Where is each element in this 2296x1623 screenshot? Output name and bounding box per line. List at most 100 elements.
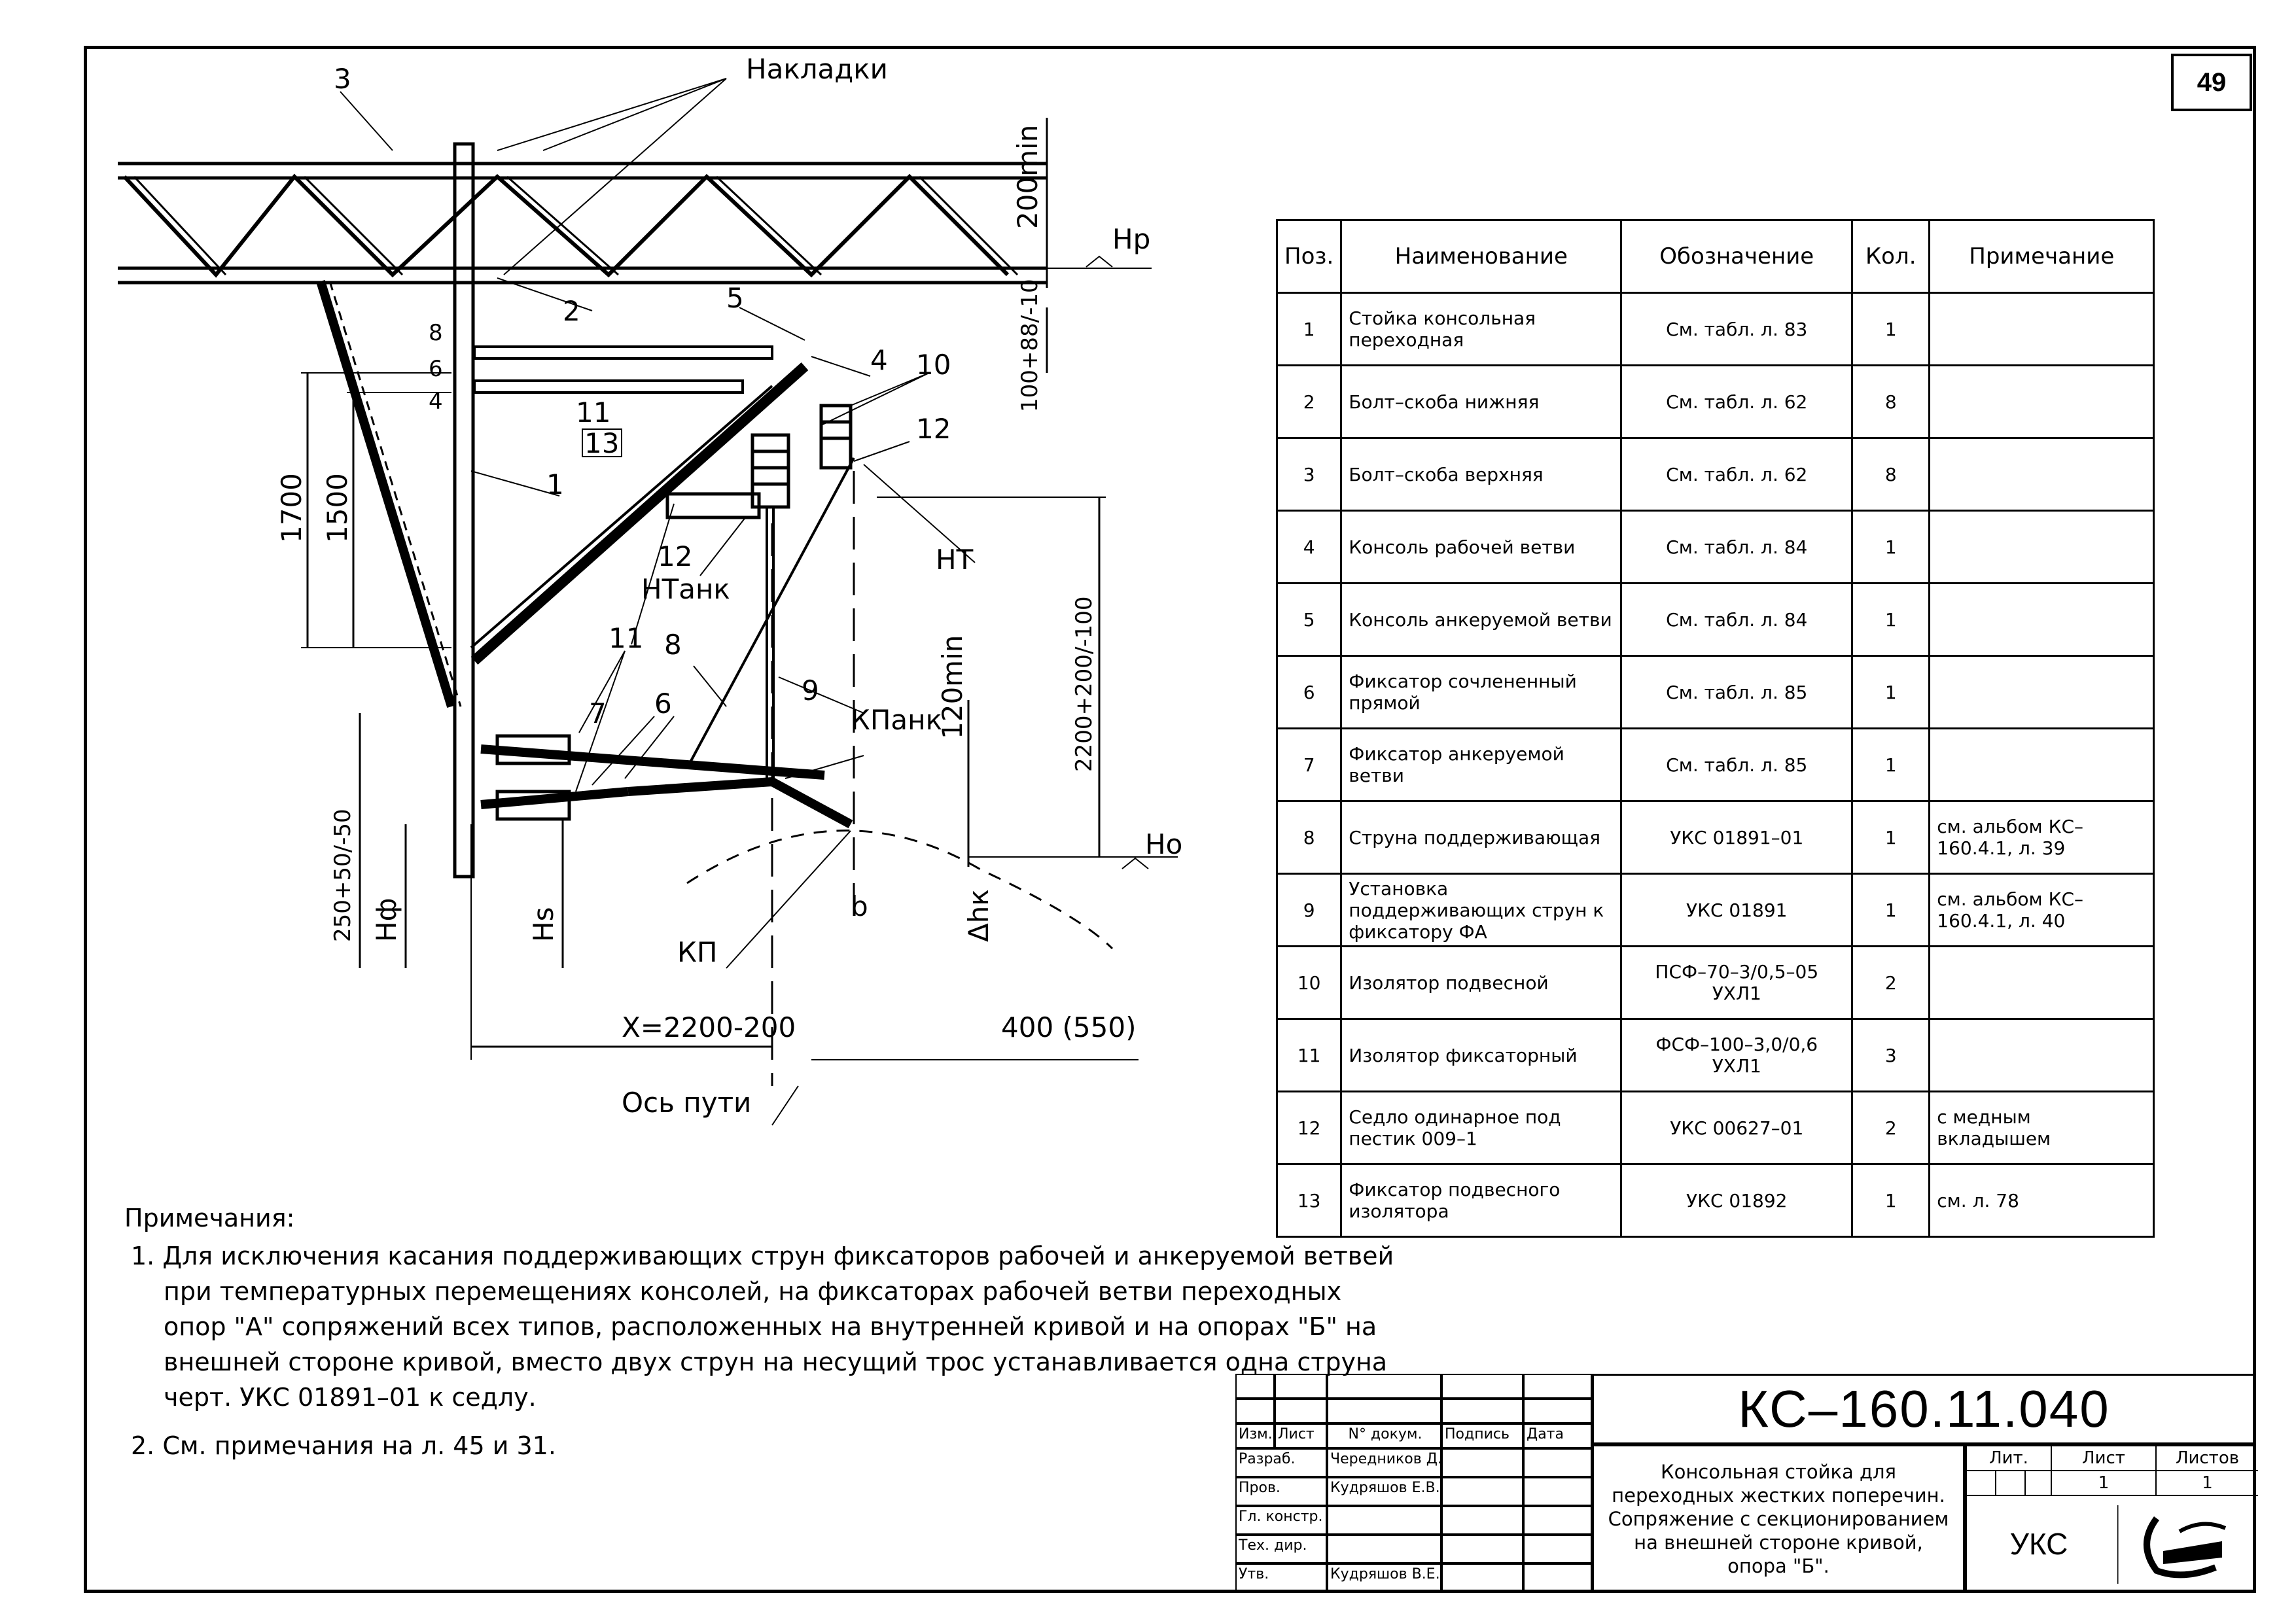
cell-designation: См. табл. л. 85	[1620, 727, 1854, 802]
label-hs: Hs	[527, 907, 559, 942]
cell-qty: 1	[1851, 655, 1931, 729]
col-header-note: Примечание	[1928, 219, 2155, 294]
cell-pos: 4	[1275, 510, 1343, 584]
cell-name: Струна поддерживающая	[1340, 800, 1623, 875]
cell-qty: 1	[1851, 800, 1931, 875]
cell-pos: 8	[1275, 800, 1343, 875]
cell-qty: 8	[1851, 437, 1931, 512]
organization-logo-icon	[2117, 1505, 2227, 1584]
cell-pos: 2	[1275, 364, 1343, 439]
cell-qty: 2	[1851, 945, 1931, 1020]
cell-qty: 3	[1851, 1018, 1931, 1092]
title-line: опора "Б".	[1727, 1554, 1829, 1577]
col-header-name: Наименование	[1340, 219, 1623, 294]
label-tick-4: 4	[429, 389, 443, 415]
label-ho: Но	[1145, 828, 1182, 860]
cell-qty: 1	[1851, 727, 1931, 802]
cell-note	[1928, 437, 2155, 512]
cell-designation: См. табл. л. 85	[1620, 655, 1854, 729]
cell-designation: ФСФ–100–3,0/0,6 УХЛ1	[1620, 1018, 1854, 1092]
label-1700: 1700	[275, 473, 308, 543]
col-header-designation: Обозначение	[1620, 219, 1854, 294]
document-title: Консольная стойка для переходных жестких…	[1592, 1444, 1965, 1593]
list-value: 1	[2052, 1471, 2157, 1496]
label-2200: 2200+200/-100	[1071, 596, 1097, 772]
cell-name: Установка поддерживающих струн к фиксато…	[1340, 873, 1623, 947]
label-pos-3: 3	[334, 63, 351, 95]
label-pos-5: 5	[726, 282, 744, 314]
notes-section: Примечания: 1. Для исключения касания по…	[124, 1200, 1400, 1463]
label-400: 400 (550)	[1001, 1011, 1136, 1043]
col-date: Дата	[1523, 1423, 1592, 1448]
cell-designation: См. табл. л. 62	[1620, 437, 1854, 512]
cell-note: см. альбом КС–160.4.1, л. 39	[1928, 800, 2155, 875]
cell-note	[1928, 364, 2155, 439]
cell-name: Изолятор подвесной	[1340, 945, 1623, 1020]
cell-pos: 9	[1275, 873, 1343, 947]
name-prov: Кудряшов Е.В.	[1327, 1477, 1441, 1506]
label-100: 100+88/-10	[1017, 279, 1043, 412]
label-kp: КП	[677, 936, 717, 968]
col-doc: N° докум.	[1327, 1423, 1441, 1448]
name-utv: Кудряшов В.Е.	[1327, 1563, 1441, 1593]
cell-note: см. л. 78	[1928, 1163, 2155, 1238]
col-list: Лист	[1275, 1423, 1327, 1448]
label-ntank: НТанк	[641, 573, 730, 605]
name-razrab: Чередников Д.И.	[1327, 1448, 1441, 1477]
cell-designation: УКС 01891–01	[1620, 800, 1854, 875]
cell-pos: 13	[1275, 1163, 1343, 1238]
cell-note	[1928, 727, 2155, 802]
cell-pos: 1	[1275, 292, 1343, 366]
organization-block: Лит. Лист Листов 1 1 УКС	[1965, 1444, 2258, 1593]
listov-header: Листов	[2157, 1446, 2258, 1471]
label-250: 250+50/-50	[330, 809, 356, 942]
col-izm: Изм.	[1235, 1423, 1275, 1448]
cell-name: Консоль анкеруемой ветви	[1340, 582, 1623, 657]
label-200min: 200min	[1012, 125, 1044, 229]
note-item: 1. Для исключения касания поддерживающих…	[131, 1242, 1394, 1412]
cell-designation: УКС 01891	[1620, 873, 1854, 947]
label-pos-4: 4	[870, 344, 888, 376]
col-header-qty: Кол.	[1851, 219, 1931, 294]
cell-designation: См. табл. л. 84	[1620, 582, 1854, 657]
cell-qty: 1	[1851, 510, 1931, 584]
label-pos-7: 7	[589, 697, 607, 729]
cell-name: Стойка консольная переходная	[1340, 292, 1623, 366]
name-gl-konstr	[1327, 1506, 1441, 1535]
cell-designation: ПСФ–70–3/0,5–05 УХЛ1	[1620, 945, 1854, 1020]
label-1500: 1500	[321, 473, 353, 543]
cell-qty: 8	[1851, 364, 1931, 439]
col-header-pos: Поз.	[1275, 219, 1343, 294]
cell-qty: 1	[1851, 1163, 1931, 1238]
drawing-frame	[84, 46, 2256, 1593]
label-pos-6: 6	[654, 688, 672, 720]
cell-designation: См. табл. л. 62	[1620, 364, 1854, 439]
title-line: на внешней стороне кривой,	[1634, 1531, 1923, 1554]
title-line: переходных жестких поперечин.	[1612, 1484, 1945, 1507]
cell-pos: 10	[1275, 945, 1343, 1020]
cell-pos: 7	[1275, 727, 1343, 802]
label-pos-12a: 12	[916, 413, 951, 445]
label-pos-11a: 11	[576, 396, 610, 428]
cell-name: Консоль рабочей ветви	[1340, 510, 1623, 584]
label-pos-10: 10	[916, 349, 951, 381]
label-hp: Нр	[1112, 223, 1150, 255]
cell-name: Фиксатор подвесного изолятора	[1340, 1163, 1623, 1238]
sheet-number: 49	[2171, 54, 2252, 111]
note-item: 2. См. примечания на л. 45 и 31.	[131, 1431, 556, 1460]
role-gl-konstr: Гл. констр.	[1235, 1506, 1327, 1535]
role-razrab: Разраб.	[1235, 1448, 1327, 1477]
label-tick-8: 8	[429, 320, 443, 346]
label-pos-9: 9	[802, 674, 819, 707]
label-x: X=2200-200	[622, 1011, 796, 1043]
lit-header: Лит.	[1967, 1446, 2052, 1471]
cell-name: Болт–скоба нижняя	[1340, 364, 1623, 439]
